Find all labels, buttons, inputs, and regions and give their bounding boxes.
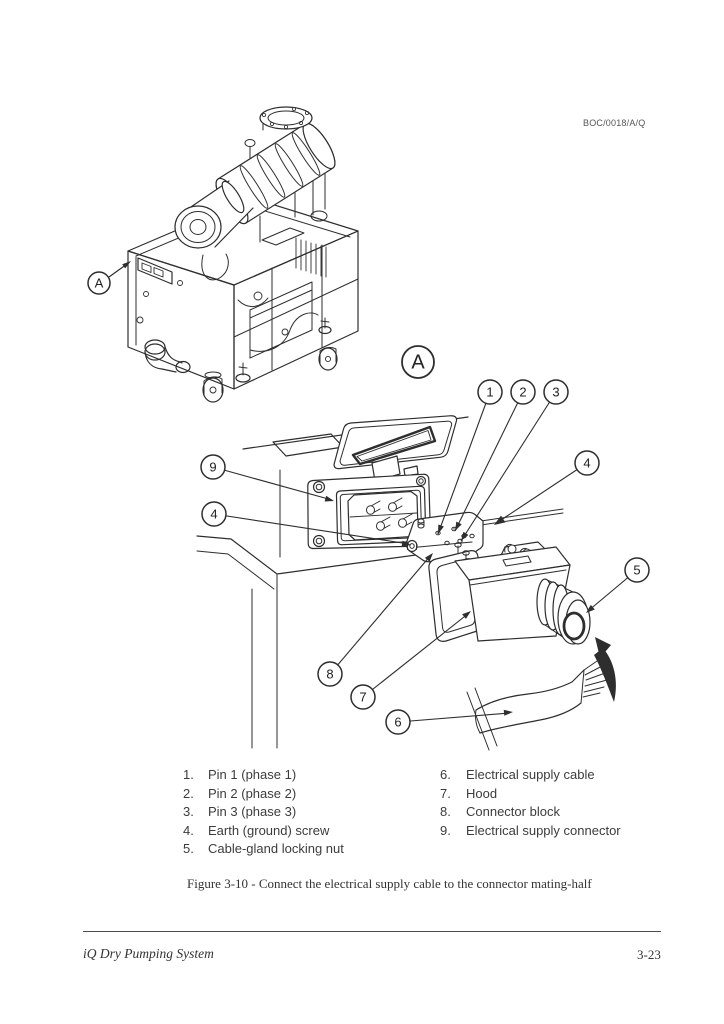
legend-item: 8.Connector block (440, 804, 560, 820)
callout-3: 3 (552, 385, 559, 400)
detail-drawing (196, 415, 616, 751)
callout-circles (200, 379, 650, 735)
callout-4-left: 4 (210, 507, 217, 522)
legend-label: Pin 1 (phase 1) (208, 767, 297, 782)
callout-7: 7 (359, 690, 366, 705)
legend-left-column: 1.Pin 1 (phase 1) 2.Pin 2 (phase 2) 3.Pi… (183, 766, 344, 859)
callout-9: 9 (209, 460, 216, 475)
doc-reference: BOC/0018/A/Q (583, 118, 646, 128)
callout-6: 6 (394, 715, 401, 730)
callout-5: 5 (633, 563, 640, 578)
detail-label-callout: A (401, 345, 435, 379)
legend-label: Connector block (466, 804, 560, 820)
leader-arrowheads (324, 495, 595, 716)
footer-rule (83, 931, 661, 932)
legend-label: Hood (466, 785, 498, 801)
legend-item: 2.Pin 2 (phase 2) (183, 785, 297, 801)
pump-label: A (95, 276, 104, 291)
callout-2: 2 (519, 385, 526, 400)
legend-label: Pin 3 (phase 3) (208, 804, 297, 820)
pump-label-callout: A (87, 261, 131, 295)
footer-book-title: iQ Dry Pumping System (83, 946, 214, 961)
pump-drawing (127, 106, 359, 403)
legend-item: 9.Electrical supply connector (440, 822, 621, 838)
legend-item: 3.Pin 3 (phase 3) (183, 804, 297, 820)
legend-label: Electrical supply cable (466, 767, 595, 782)
legend-item: 5.Cable-gland locking nut (183, 841, 344, 857)
legend-label: Electrical supply connector (466, 822, 621, 838)
legend-label: Cable-gland locking nut (208, 841, 344, 857)
callout-1: 1 (486, 385, 493, 400)
legend-label: Pin 2 (phase 2) (208, 785, 297, 801)
legend-label: Earth (ground) screw (208, 822, 330, 838)
legend-item: 4.Earth (ground) screw (183, 822, 330, 838)
footer-page-number: 3-23 (637, 947, 661, 962)
callout-8: 8 (326, 667, 333, 682)
detail-label: A (411, 352, 425, 374)
callout-numbers: 1 2 3 4 9 4 5 8 7 6 (209, 385, 640, 730)
legend-item: 1.Pin 1 (phase 1) (183, 767, 297, 782)
legend-item: 7.Hood (440, 785, 498, 801)
figure-caption: Figure 3-10 - Connect the electrical sup… (187, 876, 592, 891)
legend-right-column: 6.Electrical supply cable 7.Hood 8.Conne… (440, 766, 621, 840)
legend-item: 6.Electrical supply cable (440, 767, 595, 782)
callout-4-right: 4 (583, 456, 590, 471)
